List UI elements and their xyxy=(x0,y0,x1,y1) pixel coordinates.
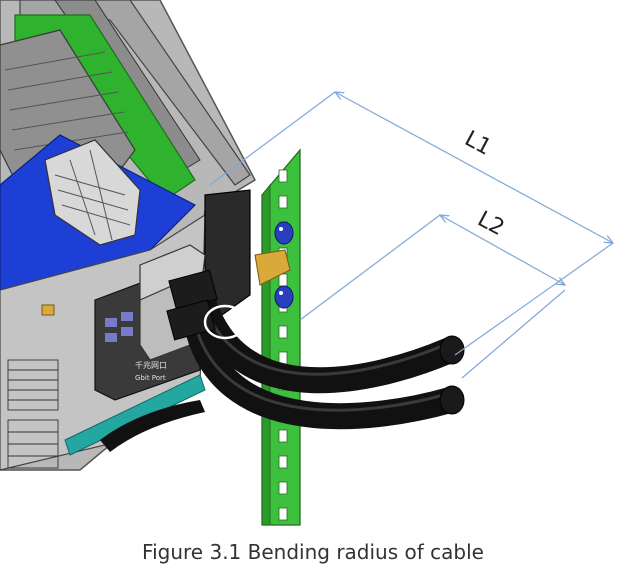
cable-bending-radius-illustration: 千兆网口 Gbit Port xyxy=(0,0,626,526)
rack-rail xyxy=(254,148,301,526)
server-chassis: 千兆网口 Gbit Port xyxy=(0,0,256,471)
dimension-label-l1: L1 xyxy=(460,126,495,160)
cable-lower xyxy=(182,302,465,430)
figure-caption: Figure 3.1 Bending radius of cable xyxy=(142,540,484,564)
cable-plugs xyxy=(166,269,247,341)
dimension-lines xyxy=(209,92,613,379)
panel-marking-bottom: Gbit Port xyxy=(135,374,166,382)
panel-marking-top: 千兆网口 xyxy=(135,360,167,370)
